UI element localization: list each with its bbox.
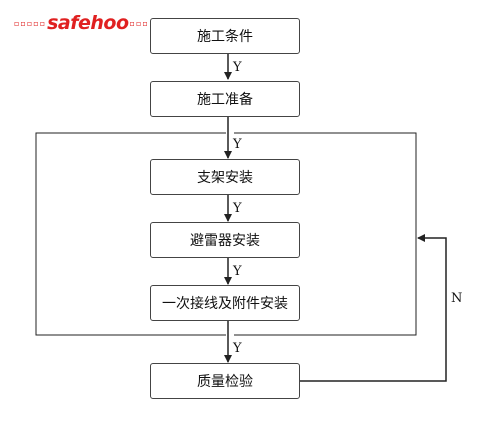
node-arrester-installation: 避雷器安装 bbox=[150, 222, 300, 258]
edge-label-y-5: Y bbox=[233, 341, 242, 356]
safehoo-logo: ▫▫▫▫▫ safehoo ▫▫▫ bbox=[14, 12, 149, 34]
edge-label-y-1: Y bbox=[233, 60, 242, 75]
node-construction-conditions: 施工条件 bbox=[150, 18, 300, 54]
edge-label-n: N bbox=[451, 291, 463, 306]
node-primary-wiring-installation: 一次接线及附件安装 bbox=[150, 285, 300, 321]
logo-wordmark: safehoo bbox=[47, 12, 129, 34]
feedback-arrow-no bbox=[300, 234, 447, 382]
logo-dots-left: ▫▫▫▫▫ bbox=[14, 18, 47, 28]
edge-label-y-4: Y bbox=[233, 264, 242, 279]
node-bracket-installation: 支架安装 bbox=[150, 159, 300, 195]
loop-frame-line-right bbox=[234, 132, 417, 336]
loop-frame-line bbox=[35, 132, 226, 336]
logo-dots-right: ▫▫▫ bbox=[129, 18, 149, 28]
edge-label-y-3: Y bbox=[233, 201, 242, 216]
logo-text-safe: safe bbox=[47, 12, 91, 34]
logo-text-hoo: hoo bbox=[90, 12, 129, 34]
node-construction-preparation: 施工准备 bbox=[150, 81, 300, 117]
edge-label-y-2: Y bbox=[233, 137, 242, 152]
node-quality-inspection: 质量检验 bbox=[150, 363, 300, 399]
